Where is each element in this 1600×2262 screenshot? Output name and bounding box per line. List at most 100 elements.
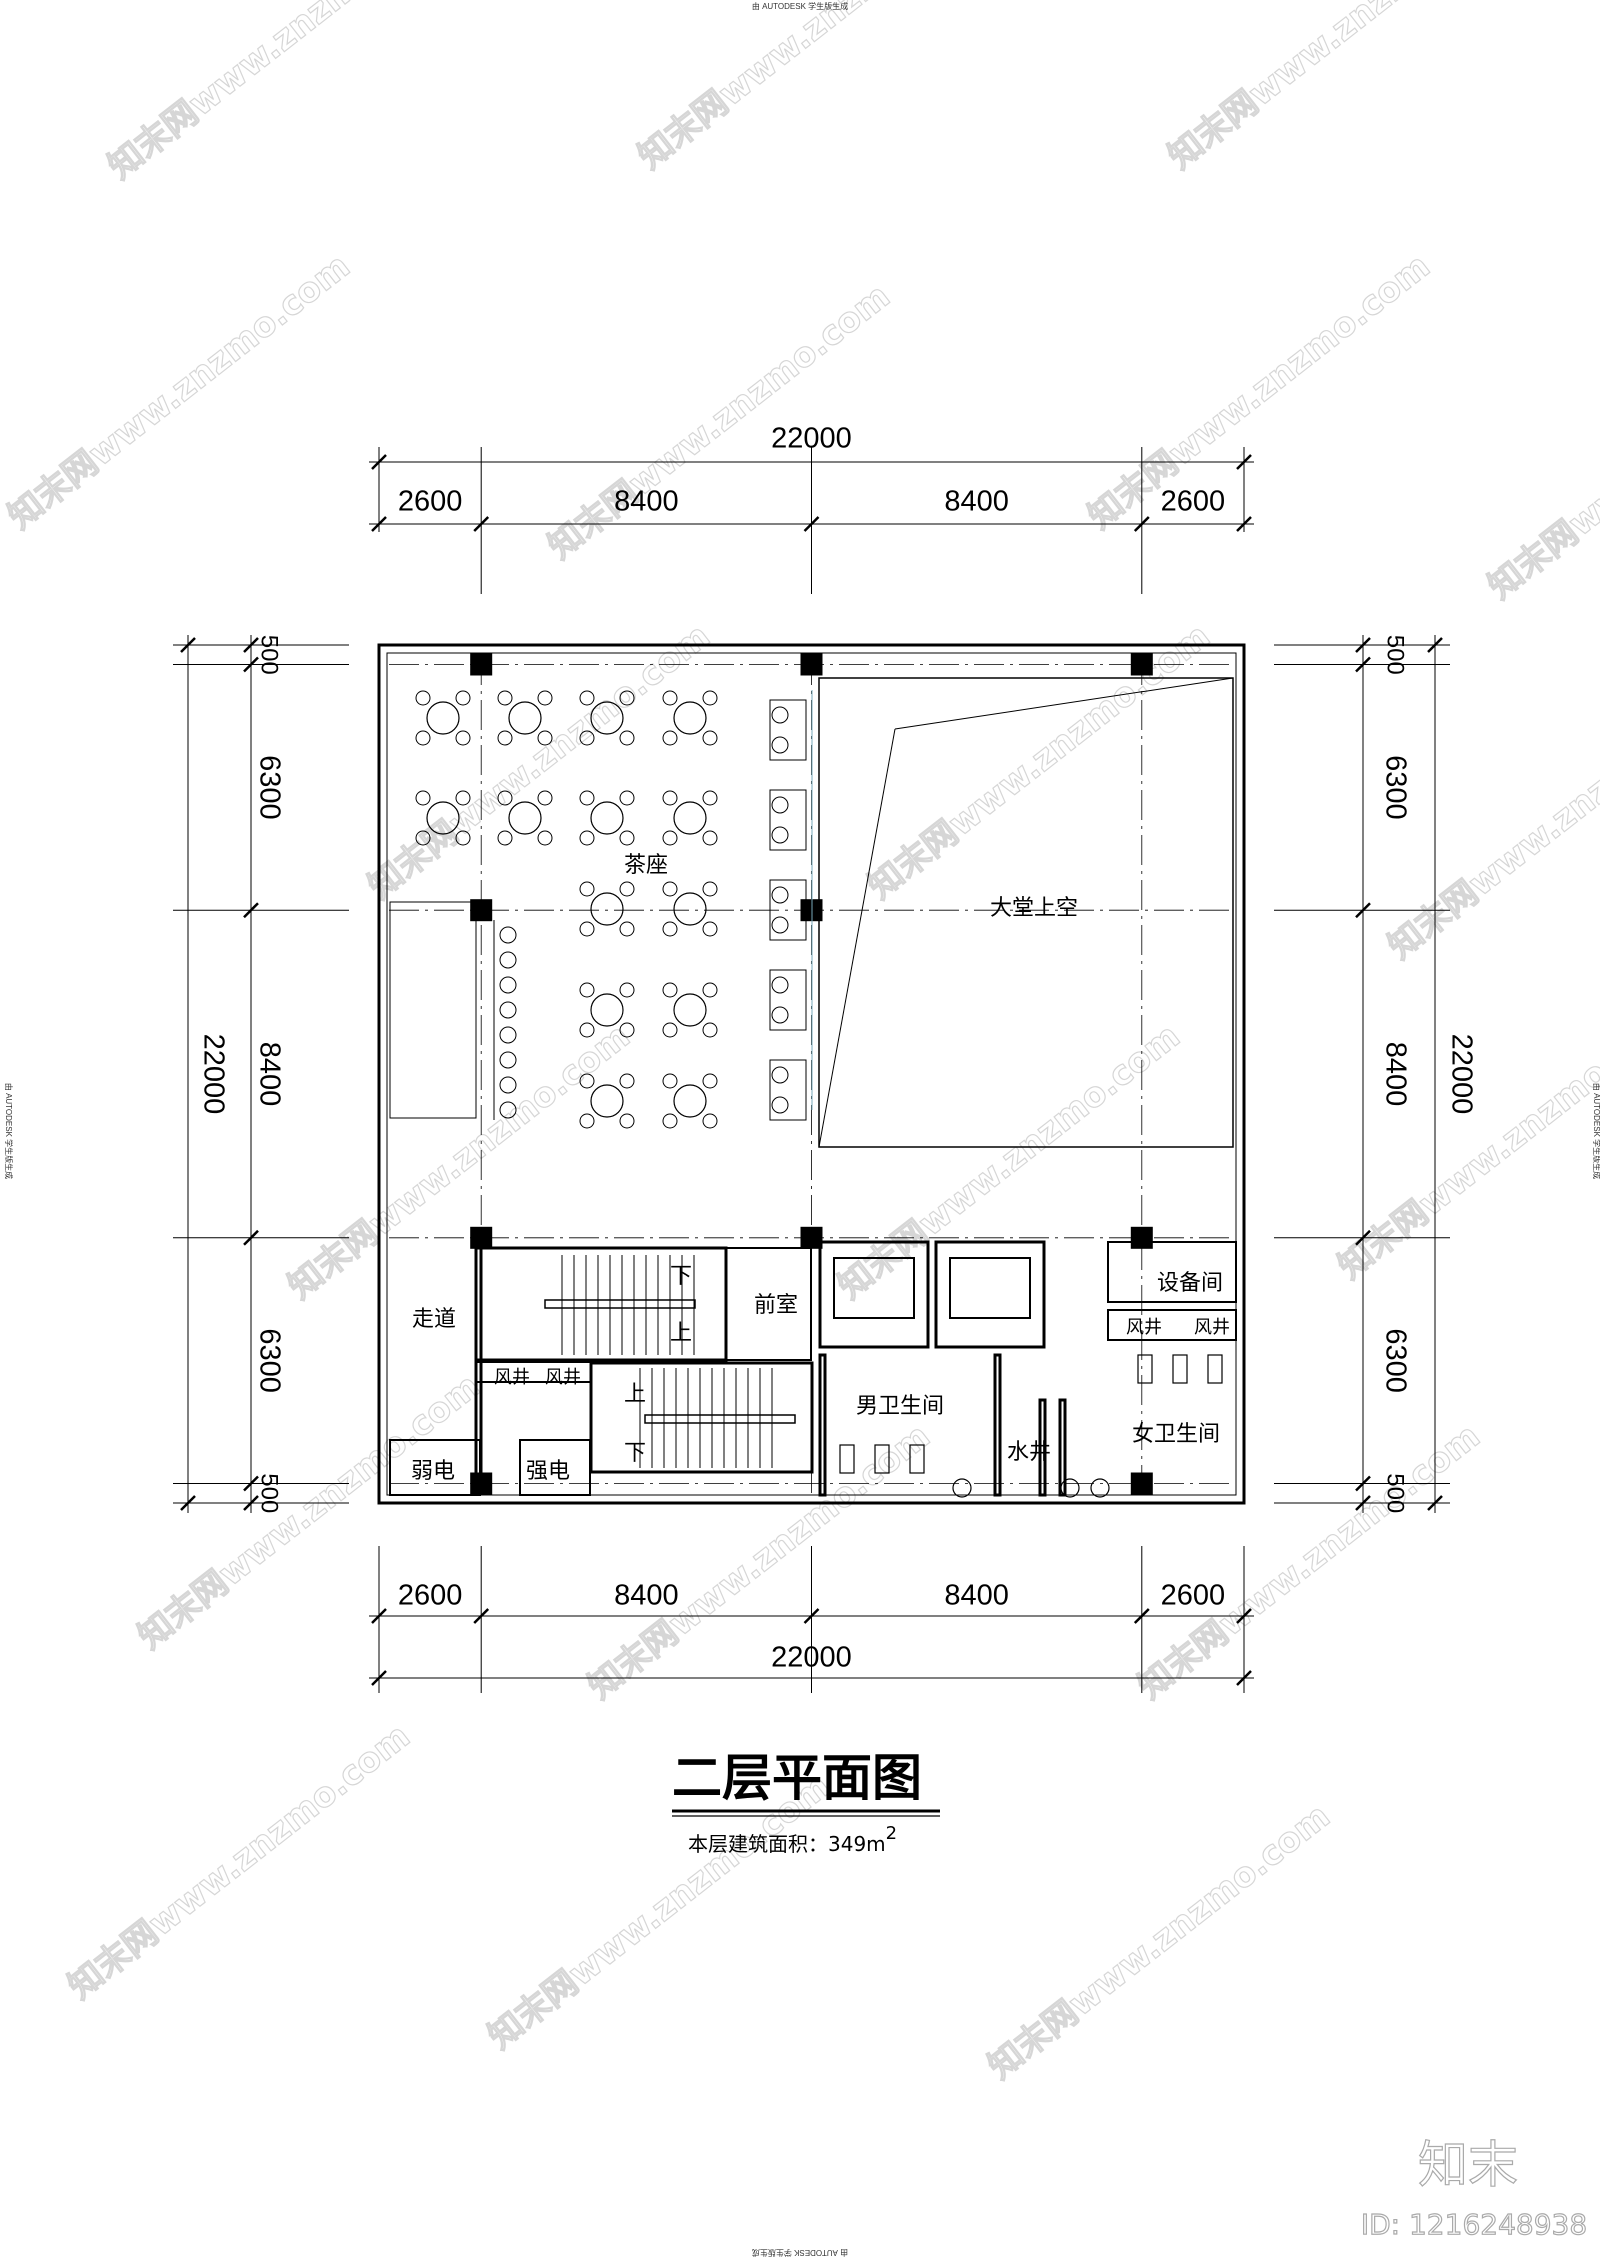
chair: [702, 1113, 718, 1129]
autodesk-mark-left: 由 AUTODESK 学生版生成: [4, 1083, 14, 1179]
round-table: [426, 801, 460, 835]
brand-logo: 知末: [1418, 2136, 1518, 2194]
booth-seat: [769, 969, 807, 1031]
room-label-air-shaft: 风井: [494, 1367, 530, 1388]
watermark-text: 知末网www.znzmo.com: [281, 1016, 638, 1307]
dimension-tick: [1355, 1229, 1371, 1246]
dimension-tick: [1236, 516, 1252, 532]
void-line: [818, 728, 896, 1148]
chair: [702, 830, 718, 846]
bar-stool: [499, 1001, 517, 1019]
watermark-text: 知末网www.znzmo.com: [541, 276, 898, 567]
dimension-text: 2600: [1161, 486, 1226, 518]
elevator-car: [833, 1257, 915, 1319]
chair: [771, 1066, 789, 1084]
room-label-womens-toilet: 女卫生间: [1132, 1422, 1220, 1447]
stair-handrail: [644, 1414, 796, 1424]
chair: [771, 1096, 789, 1114]
room-label-air-shaft: 风井: [1126, 1317, 1162, 1338]
watermark-text: 知末网www.znzmo.com: [101, 0, 458, 187]
dimension-text: 22000: [1445, 1034, 1477, 1115]
bar-stool: [499, 1101, 517, 1119]
chair: [702, 921, 718, 937]
chair: [702, 1022, 718, 1038]
chair: [702, 881, 718, 897]
dimension-tick: [243, 637, 259, 653]
chair: [537, 690, 553, 706]
column: [1130, 1226, 1153, 1249]
chair: [771, 886, 789, 904]
dimension-text: 8400: [1379, 1042, 1411, 1107]
chair: [415, 790, 431, 806]
air-shaft-box: [1107, 1309, 1237, 1341]
dimension-tick: [1236, 1670, 1252, 1686]
dimension-text: 8400: [614, 1580, 679, 1612]
round-table: [426, 701, 460, 735]
chair: [579, 921, 595, 937]
chair: [455, 790, 471, 806]
dimension-text: 500: [1382, 635, 1409, 675]
room-label-corridor: 走道: [412, 1307, 456, 1332]
dimension-tick: [371, 454, 387, 470]
round-table: [590, 801, 624, 835]
stair-label-up: 上: [624, 1382, 646, 1407]
autodesk-mark-right: 由 AUTODESK 学生版生成: [1592, 1083, 1600, 1179]
dimension-text: 6300: [1379, 755, 1411, 820]
chair: [619, 1073, 635, 1089]
dimension-tick: [371, 1608, 387, 1624]
toilet-fixture: [839, 1444, 855, 1474]
anteroom-wall: [725, 1247, 812, 1361]
round-table: [590, 1084, 624, 1118]
chair: [415, 690, 431, 706]
chair: [662, 830, 678, 846]
water-shaft-wall: [1038, 1398, 1047, 1497]
column: [470, 1226, 493, 1249]
toilet-fixture: [1137, 1354, 1153, 1384]
sink: [952, 1478, 972, 1498]
chair: [662, 921, 678, 937]
air-shaft-box: [475, 1361, 592, 1383]
room-label-mens-toilet: 男卫生间: [856, 1394, 944, 1419]
toilet-fixture: [874, 1444, 890, 1474]
dimension-text: 22000: [771, 1642, 852, 1674]
watermark-text: 知末网www.znzmo.com: [861, 616, 1218, 907]
toilet-fixture: [1172, 1354, 1188, 1384]
chair: [702, 982, 718, 998]
watermark-text: 知末网www.znzmo.com: [1381, 676, 1600, 967]
dimension-text: 500: [256, 635, 283, 675]
chair: [579, 1073, 595, 1089]
chair: [455, 830, 471, 846]
chair: [771, 796, 789, 814]
stair-handrail: [544, 1299, 696, 1309]
watermark-text: 知末网www.znzmo.com: [1081, 246, 1438, 537]
drawing-title: 二层平面图: [672, 1749, 922, 1807]
dimension-tick: [1427, 1495, 1443, 1511]
chair: [455, 690, 471, 706]
room-label-strong-current: 强电: [526, 1459, 570, 1484]
booth-seat: [769, 699, 807, 761]
chair: [579, 881, 595, 897]
chair: [497, 690, 513, 706]
elevator-1: [818, 1240, 930, 1349]
bar-stool: [499, 976, 517, 994]
chair: [579, 1022, 595, 1038]
column: [1130, 653, 1153, 676]
resource-id: ID: 1216248938: [1361, 2208, 1587, 2241]
dimension-tick: [243, 1495, 259, 1511]
dimension-tick: [803, 516, 820, 532]
watermark-text: 知末网www.znzmo.com: [61, 1716, 418, 2007]
round-table: [508, 801, 542, 835]
round-table: [673, 801, 707, 835]
chair: [455, 730, 471, 746]
chair: [579, 790, 595, 806]
stair-shaft-lower: [589, 1361, 814, 1474]
booth-seat: [769, 1059, 807, 1121]
dimension-tick: [243, 1475, 259, 1492]
chair: [662, 881, 678, 897]
watermark-text: 知末网www.znzmo.com: [831, 1016, 1188, 1307]
dimension-tick: [473, 1608, 490, 1624]
watermark-text: 知末网www.znzmo.com: [631, 0, 988, 177]
dimension-text: 8400: [614, 486, 679, 518]
dimension-tick: [180, 1495, 196, 1511]
chair: [619, 830, 635, 846]
